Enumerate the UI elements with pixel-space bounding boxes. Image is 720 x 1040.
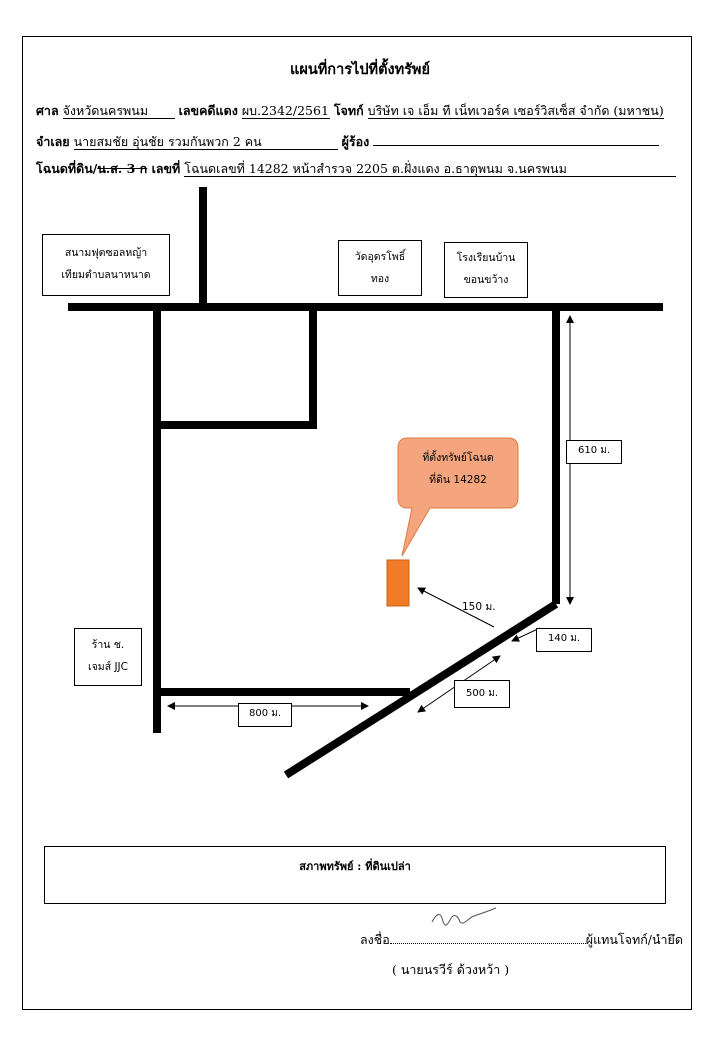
- header-deed-row: โฉนดที่ดิน/น.ส. 3 ก เลขที่ โฉนดเลขที่ 14…: [36, 159, 677, 179]
- status-value: ที่ดินเปล่า: [365, 860, 411, 873]
- callout-text: ที่ตั้งทรัพย์โฉนด ที่ดิน 14282: [398, 447, 518, 491]
- callout-line2: ที่ดิน 14282: [429, 474, 487, 486]
- landmark-futsal-line2: เทียมตำบลนาหนาด: [61, 269, 151, 281]
- landmark-school-line1: โรงเรียนบ้าน: [456, 252, 516, 264]
- court-value: จังหวัดนครพนม: [62, 104, 175, 119]
- signature-line: [389, 931, 586, 944]
- dim-label-150: 150 ม.: [462, 601, 496, 613]
- plaintiff-value: บริษัท เจ เอ็ม ที เน็ทเวอร์ค เซอร์วิสเซ็…: [367, 103, 664, 119]
- landmark-temple-line2: ทอง: [370, 273, 390, 285]
- signature-row: ลงชื่อ ผู้แทนโจทก์/นำยึด: [360, 930, 683, 950]
- deed-label-strike: น.ส. 3 ก: [97, 161, 148, 176]
- callout-line1: ที่ตั้งทรัพย์โฉนด: [422, 452, 494, 464]
- court-label: ศาล: [36, 103, 59, 118]
- dimension-arrows: [167, 315, 574, 713]
- arrow-140: [511, 627, 541, 642]
- petitioner-label: ผู้ร้อง: [341, 134, 370, 149]
- dim-label-500: 500 ม.: [454, 680, 510, 708]
- landmark-futsal-line1: สนามฟุตซอลหญ้า: [64, 247, 148, 259]
- arrow-150: [417, 587, 495, 628]
- case-label: เลขคดีแดง: [178, 103, 238, 118]
- property-marker: [386, 559, 410, 607]
- landmark-shop: ร้าน ช. เจมส์ JJC: [74, 628, 142, 686]
- roads: [68, 187, 663, 779]
- signer-name: ( นายนรวีร์ ด้วงหว้า ): [392, 962, 510, 977]
- property-status-box: สภาพทรัพย์ : ที่ดินเปล่า: [44, 846, 666, 904]
- landmark-shop-line1: ร้าน ช.: [91, 639, 125, 651]
- status-label: สภาพทรัพย์ :: [299, 860, 362, 873]
- header-court-row: ศาล จังหวัดนครพนม เลขคดีแดง ผบ.2342/2561…: [36, 101, 664, 121]
- deed-value: โฉนดเลขที่ 14282 หน้าสำรวจ 2205 ต.ฝั่งแด…: [184, 162, 677, 177]
- header-defendant-row: จำเลย นายสมชัย อุ่นชัย รวมกันพวก 2 คน ผู…: [36, 131, 660, 152]
- dim-label-140: 140 ม.: [536, 628, 592, 652]
- property-status: สภาพทรัพย์ : ที่ดินเปล่า: [45, 857, 665, 875]
- landmark-shop-line2: เจมส์ JJC: [88, 661, 128, 673]
- petitioner-value: [373, 131, 660, 146]
- signature-role: ผู้แทนโจทก์/นำยึด: [585, 932, 683, 947]
- landmark-temple-line1: วัดอุดรโพธิ์: [354, 251, 406, 263]
- dim-label-610: 610 ม.: [566, 440, 622, 464]
- plaintiff-label: โจทก์: [333, 103, 364, 118]
- defendant-label: จำเลย: [36, 134, 70, 149]
- property-callout: [397, 437, 519, 557]
- landmark-school: โรงเรียนบ้าน ขอนขว้าง: [444, 242, 528, 298]
- signature-label: ลงชื่อ: [360, 932, 390, 947]
- document-frame: [22, 36, 692, 1010]
- deed-label-suffix: เลขที่: [147, 161, 181, 176]
- landmark-futsal-field: สนามฟุตซอลหญ้า เทียมตำบลนาหนาด: [42, 234, 170, 296]
- page-title: แผนที่การไปที่ตั้งทรัพย์: [290, 61, 430, 78]
- defendant-value: นายสมชัย อุ่นชัย รวมกันพวก 2 คน: [73, 135, 338, 150]
- deed-label-prefix: โฉนดที่ดิน/: [36, 161, 98, 176]
- landmark-temple: วัดอุดรโพธิ์ ทอง: [338, 240, 422, 296]
- landmark-school-line2: ขอนขว้าง: [463, 274, 509, 286]
- dim-label-800: 800 ม.: [238, 703, 292, 727]
- case-value: ผบ.2342/2561: [241, 103, 330, 119]
